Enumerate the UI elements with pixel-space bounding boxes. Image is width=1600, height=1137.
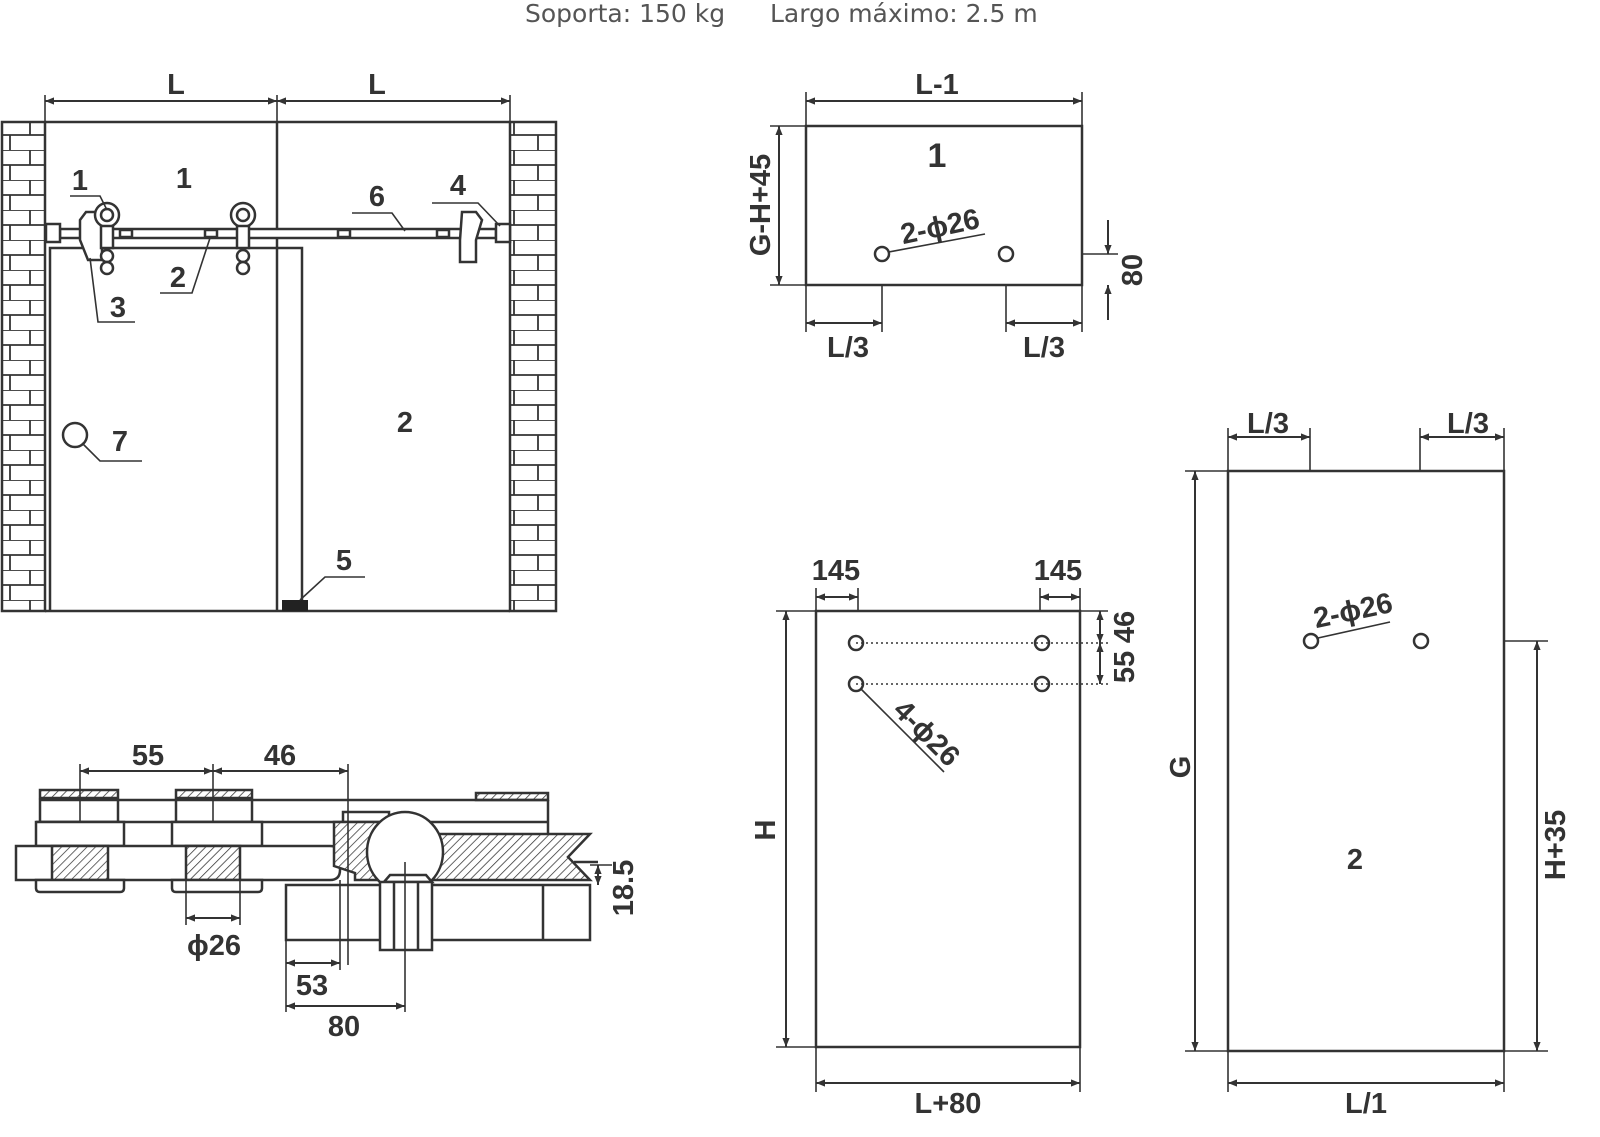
hole (847, 675, 865, 693)
section-gap: 18.5 (608, 860, 640, 916)
sliding-holes: 2-ϕ26 (1311, 587, 1396, 635)
hole (873, 245, 891, 263)
door-height: H (750, 820, 782, 841)
hole (1412, 632, 1430, 650)
callout-1: 1 (72, 165, 88, 197)
left-brick-wall (0, 120, 47, 613)
roller-right (229, 201, 257, 276)
front-view: L L 1 2 1 2 3 4 5 (0, 69, 558, 613)
hole (847, 634, 865, 652)
door-panel-drawing: 145 145 46 55 4-ϕ26 H L+80 (750, 555, 1141, 1120)
sliding-left-third: L/3 (1247, 408, 1289, 440)
fixed-panel-height: G-H+45 (745, 154, 777, 256)
sliding-panel-drawing: L/3 L/3 2-ϕ26 G 2 H+35 L/1 (1165, 408, 1572, 1120)
callout-2: 2 (170, 262, 186, 294)
handle (61, 421, 89, 449)
max-length-text: Largo máximo: 2.5 m (770, 0, 1038, 28)
callout-6: 6 (369, 181, 385, 213)
section-hole-diameter: ϕ26 (187, 930, 241, 962)
door-left-offset: 145 (812, 555, 860, 587)
capacity-text: Soporta: 150 kg (525, 0, 725, 28)
sliding-panel-label: 2 (397, 407, 413, 439)
callout-3: 3 (110, 292, 126, 324)
callout-4: 4 (450, 170, 466, 202)
hole (1033, 634, 1051, 652)
sliding-width: L/1 (1345, 1088, 1387, 1120)
fixed-panel-left-third: L/3 (827, 332, 869, 364)
bolt (378, 880, 434, 952)
hole (997, 245, 1015, 263)
fixed-panel-drawing: L-1 G-H+45 1 2-ϕ26 80 L/3 L/3 (745, 69, 1149, 364)
door-holes: 4-ϕ26 (887, 694, 966, 773)
fixed-panel-hole-offset: 80 (1117, 254, 1149, 286)
dim-l-left: L (167, 69, 185, 101)
rail-clips (118, 228, 451, 239)
hole (1033, 675, 1051, 693)
roller-left (93, 201, 121, 276)
door-top-offset: 46 (1109, 611, 1141, 643)
stopper-right (458, 210, 484, 264)
section-dim-46: 46 (264, 740, 296, 772)
right-brick-wall (508, 120, 558, 613)
section-dim-53: 53 (296, 970, 328, 1002)
sliding-right-third: L/3 (1447, 408, 1489, 440)
fixed-panel-holes: 2-ϕ26 (898, 203, 983, 251)
section-detail: 55 46 ϕ26 18.5 53 80 (14, 740, 640, 1043)
rail-end-left (44, 222, 62, 244)
door-hole-spacing: 55 (1109, 651, 1141, 683)
callout-5: 5 (336, 545, 352, 577)
floor-guide (282, 600, 308, 611)
section-dim-80: 80 (328, 1011, 360, 1043)
sliding-height: G (1165, 756, 1197, 779)
rail-end-right (494, 222, 512, 244)
section-dim-55: 55 (132, 740, 164, 772)
fixed-panel-number: 1 (928, 137, 947, 175)
door-right-offset: 145 (1034, 555, 1082, 587)
fixed-panel-width: L-1 (915, 69, 959, 101)
door-width: L+80 (915, 1088, 982, 1120)
callout-7: 7 (112, 426, 128, 458)
sliding-panel-number: 2 (1347, 844, 1363, 876)
fixed-panel-label: 1 (176, 163, 192, 195)
sliding-hole-height: H+35 (1540, 810, 1572, 880)
dim-l-right: L (368, 69, 386, 101)
hole (1302, 632, 1320, 650)
fixed-panel-right-third: L/3 (1023, 332, 1065, 364)
